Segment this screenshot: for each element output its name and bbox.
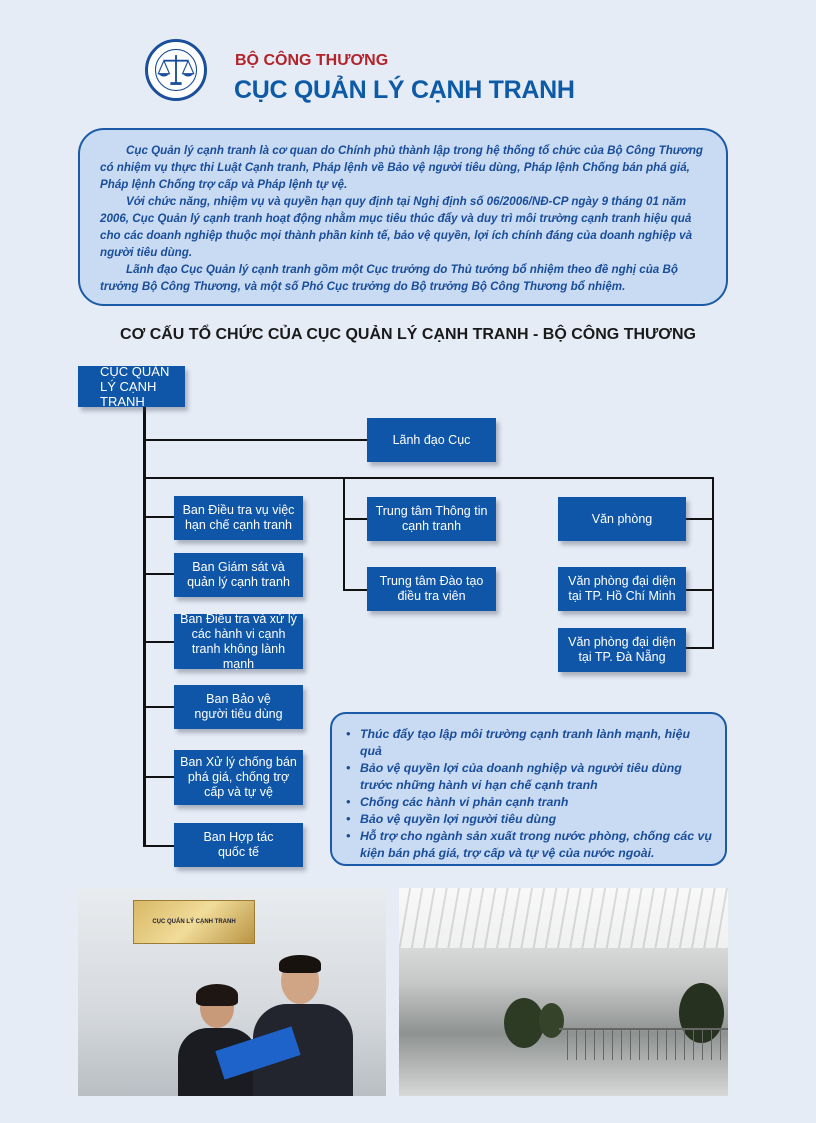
person-man bbox=[253, 955, 353, 1096]
connector-line bbox=[143, 641, 174, 643]
intro-paragraph: Với chức năng, nhiệm vụ và quyền hạn quy… bbox=[100, 195, 693, 259]
org-box-label: Ban Hợp tác quốc tế bbox=[203, 830, 274, 859]
org-office-box: Văn phòng bbox=[558, 497, 686, 541]
connector-line bbox=[143, 516, 174, 518]
org-department-box: Ban Điều tra và xử lý các hành vi cạnh t… bbox=[174, 611, 303, 671]
org-root-label: CỤC QUẢN LÝ CẠNH TRANH bbox=[100, 364, 170, 409]
org-root-box: CỤC QUẢN LÝ CẠNH TRANH bbox=[78, 364, 185, 409]
connector-line bbox=[143, 407, 146, 846]
photo-atrium-interior bbox=[399, 888, 728, 1096]
connector-line bbox=[143, 573, 174, 575]
org-box-label: Văn phòng đại diện tại TP. Hồ Chí Minh bbox=[568, 574, 676, 603]
org-box-label: Ban Bảo vệ người tiêu dùng bbox=[194, 692, 283, 721]
railing bbox=[559, 1028, 728, 1060]
org-box-label: Trung tâm Thông tin cạnh tranh bbox=[375, 504, 488, 533]
connector-line bbox=[686, 647, 713, 649]
photo-staff-reception: CỤC QUẢN LÝ CẠNH TRANH bbox=[78, 888, 386, 1096]
agency-sign: CỤC QUẢN LÝ CẠNH TRANH bbox=[133, 900, 255, 944]
connector-line bbox=[343, 589, 367, 591]
connector-line bbox=[686, 589, 713, 591]
org-box-label: Lãnh đạo Cục bbox=[392, 432, 471, 447]
connector-line bbox=[143, 776, 174, 778]
connector-line bbox=[712, 477, 714, 649]
scales-of-justice-icon bbox=[154, 48, 198, 92]
mission-item: Hỗ trợ cho ngành sản xuất trong nước phò… bbox=[344, 828, 715, 862]
intro-panel: Cục Quản lý cạnh tranh là cơ quan do Chí… bbox=[78, 128, 728, 306]
org-box-label: Ban Điều tra và xử lý các hành vi cạnh t… bbox=[180, 611, 297, 671]
mission-item: Thúc đẩy tạo lập môi trường cạnh tranh l… bbox=[344, 726, 715, 760]
org-box-label: Ban Giám sát và quản lý cạnh tranh bbox=[187, 560, 290, 589]
org-chart-heading: CƠ CẤU TỔ CHỨC CỦA CỤC QUẢN LÝ CẠNH TRAN… bbox=[120, 326, 696, 343]
org-center-box: Trung tâm Thông tin cạnh tranh bbox=[367, 497, 496, 541]
connector-line bbox=[143, 845, 174, 847]
mission-item: Bảo vệ quyền lợi của doanh nghiệp và ngư… bbox=[344, 760, 715, 794]
org-department-box: Ban Hợp tác quốc tế bbox=[174, 823, 303, 867]
agency-name: CỤC QUẢN LÝ CẠNH TRANH bbox=[234, 76, 575, 104]
org-box-label: Văn phòng bbox=[591, 511, 653, 526]
connector-line bbox=[143, 706, 174, 708]
org-leadership-box: Lãnh đạo Cục bbox=[367, 418, 496, 462]
connector-line bbox=[686, 518, 713, 520]
potted-plant bbox=[504, 998, 544, 1048]
connector-line bbox=[343, 518, 367, 520]
agency-sign-text: CỤC QUẢN LÝ CẠNH TRANH bbox=[152, 919, 236, 925]
org-box-label: Ban Điều tra vụ việc hạn chế cạnh tranh bbox=[182, 503, 295, 532]
org-office-box: Văn phòng đại diện tại TP. Hồ Chí Minh bbox=[558, 567, 686, 611]
mission-item: Chống các hành vi phản cạnh tranh bbox=[344, 794, 715, 811]
connector-line bbox=[143, 477, 714, 479]
ministry-name: BỘ CÔNG THƯƠNG bbox=[235, 52, 389, 69]
org-box-label: Ban Xử lý chống bán phá giá, chống trợ c… bbox=[180, 755, 297, 799]
connector-line bbox=[343, 477, 345, 590]
intro-paragraph: Lãnh đạo Cục Quản lý cạnh tranh gồm một … bbox=[100, 263, 678, 293]
agency-logo bbox=[145, 39, 207, 101]
intro-paragraph: Cục Quản lý cạnh tranh là cơ quan do Chí… bbox=[100, 144, 704, 191]
person-woman bbox=[178, 984, 258, 1096]
missions-panel: Thúc đẩy tạo lập môi trường cạnh tranh l… bbox=[330, 712, 727, 866]
org-box-label: Trung tâm Đào tạo điều tra viên bbox=[379, 574, 484, 603]
org-office-box: Văn phòng đại diện tại TP. Đà Nẵng bbox=[558, 628, 686, 672]
org-box-label: Văn phòng đại diện tại TP. Đà Nẵng bbox=[568, 635, 676, 664]
connector-line bbox=[143, 439, 367, 441]
org-department-box: Ban Giám sát và quản lý cạnh tranh bbox=[174, 553, 303, 597]
org-department-box: Ban Điều tra vụ việc hạn chế cạnh tranh bbox=[174, 496, 303, 540]
org-department-box: Ban Xử lý chống bán phá giá, chống trợ c… bbox=[174, 750, 303, 805]
org-department-box: Ban Bảo vệ người tiêu dùng bbox=[174, 685, 303, 729]
mission-item: Bảo vệ quyền lợi người tiêu dùng bbox=[344, 811, 715, 828]
org-center-box: Trung tâm Đào tạo điều tra viên bbox=[367, 567, 496, 611]
